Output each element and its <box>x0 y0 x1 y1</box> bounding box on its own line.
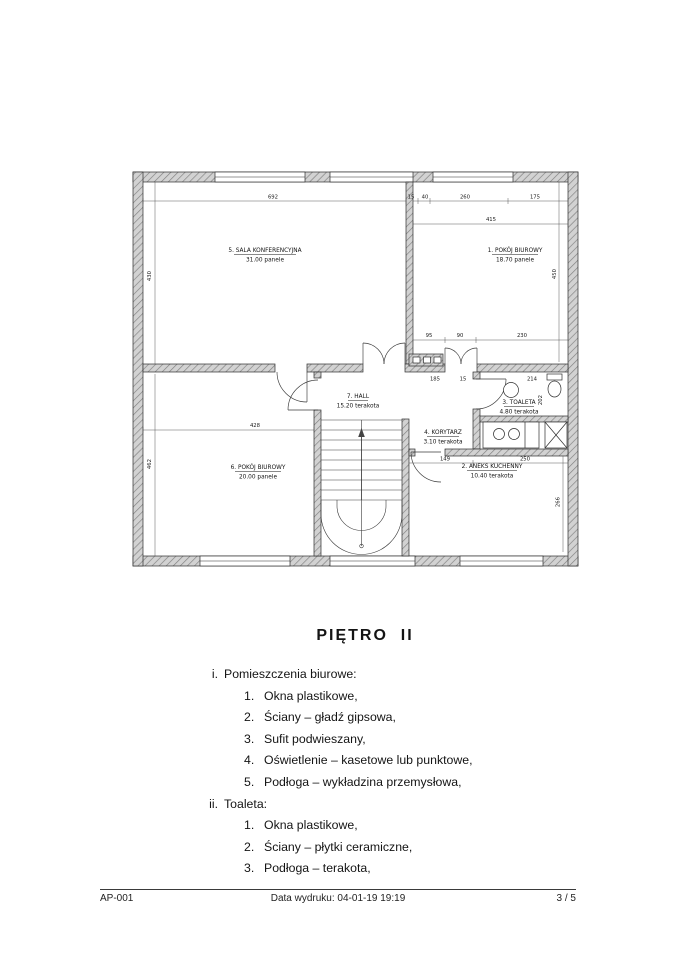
room-label-sala-konferencyjna: 5. SALA KONFERENCYJNA 31.00 panele <box>228 248 301 264</box>
svg-text:31.00 panele: 31.00 panele <box>246 258 285 264</box>
list-item: 3. Podłoga – terakota, <box>244 861 371 876</box>
dimension-label: 90 <box>457 333 464 339</box>
dimension-label: 266 <box>556 496 562 507</box>
footer-page-number: 3 / 5 <box>556 893 576 904</box>
svg-text:15.20 terakota: 15.20 terakota <box>337 404 380 410</box>
dimension-label: 260 <box>460 195 471 201</box>
floor-plan: 692 15 40 260 175 415 430 450 95 90 230 … <box>115 164 585 584</box>
svg-text:4. KORYTARZ: 4. KORYTARZ <box>424 430 462 436</box>
footer-print-date: Data wydruku: 04-01-19 19:19 <box>270 893 406 904</box>
dimension-label: 40 <box>422 195 429 201</box>
dimension-label: 230 <box>517 333 528 339</box>
svg-text:6. POKÓJ BIUROWY: 6. POKÓJ BIUROWY <box>231 464 286 471</box>
dimension-label: 450 <box>552 268 558 279</box>
room-label-pokoj-biurowy-1: 1. POKÓJ BIUROWY 18.70 panele <box>488 247 543 264</box>
svg-text:2. ANEKS KUCHENNY: 2. ANEKS KUCHENNY <box>462 464 523 470</box>
spec-section-offices: i. Pomieszczenia biurowe: 1. Okna plasti… <box>202 664 473 794</box>
list-item: 1. Okna plastikowe, <box>244 818 358 833</box>
floor-plan-drawing: 692 15 40 260 175 415 430 450 95 90 230 … <box>132 171 579 567</box>
room-labels: 5. SALA KONFERENCYJNA 31.00 panele 1. PO… <box>228 247 542 481</box>
spec-list: i. Pomieszczenia biurowe: 1. Okna plasti… <box>202 664 472 880</box>
windows <box>199 171 544 567</box>
dimension-label: 214 <box>527 377 538 383</box>
room-label-korytarz: 4. KORYTARZ 3.10 terakota <box>423 430 462 446</box>
page-title: PIĘTRO II <box>316 627 414 644</box>
dimension-label: 250 <box>520 457 531 463</box>
section-label: ii. <box>209 796 218 811</box>
dimension-label: 15 <box>408 195 415 201</box>
svg-text:20.00 panele: 20.00 panele <box>239 475 278 481</box>
list-item: 2. Ściany – gładź gipsowa, <box>244 710 396 725</box>
toilet-fixtures <box>503 373 563 398</box>
door-swings <box>276 342 507 483</box>
dimension-label: 149 <box>440 457 450 463</box>
svg-text:1. POKÓJ BIUROWY: 1. POKÓJ BIUROWY <box>488 247 543 254</box>
ventilation-shaft <box>408 353 444 367</box>
list-item: 3. Sufit podwieszany, <box>244 731 366 746</box>
svg-text:4.80 terakota: 4.80 terakota <box>499 410 538 416</box>
staircase <box>320 419 403 555</box>
svg-text:10.40 terakota: 10.40 terakota <box>471 474 514 480</box>
spec-section-toilet: ii. Toaleta: 1. Okna plastikowe, 2. Ścia… <box>202 794 472 880</box>
room-label-pokoj-biurowy-6: 6. POKÓJ BIUROWY 20.00 panele <box>231 464 286 481</box>
dimension-labels: 692 15 40 260 175 415 430 450 95 90 230 … <box>147 195 562 508</box>
section-title: Pomieszczenia biurowe: <box>224 667 357 681</box>
page-footer: AP-001 Data wydruku: 04-01-19 19:19 3 / … <box>100 889 576 904</box>
dimension-label: 202 <box>538 395 544 405</box>
room-label-toaleta: 3. TOALETA 4.80 terakota <box>499 400 538 416</box>
svg-text:18.70 panele: 18.70 panele <box>496 258 535 264</box>
dimension-label: 428 <box>250 423 261 429</box>
dimension-label: 430 <box>147 270 153 281</box>
room-label-hall: 7. HALL 15.20 terakota <box>337 394 380 410</box>
svg-text:3. TOALETA: 3. TOALETA <box>502 400 535 406</box>
dimension-label: 95 <box>426 333 433 339</box>
dimension-label: 415 <box>486 217 496 223</box>
section-label: i. <box>211 667 218 681</box>
dimension-label: 185 <box>430 377 440 383</box>
list-item: 2. Ściany – płytki ceramiczne, <box>244 839 413 854</box>
dimension-label: 462 <box>147 459 153 469</box>
kitchen-fixtures <box>482 421 568 449</box>
dimension-label: 175 <box>530 195 540 201</box>
svg-text:7. HALL: 7. HALL <box>347 394 370 400</box>
list-item: 1. Okna plastikowe, <box>244 688 358 703</box>
list-item: 4. Oświetlenie – kasetowe lub punktowe, <box>244 753 473 768</box>
svg-text:5. SALA KONFERENCYJNA: 5. SALA KONFERENCYJNA <box>228 248 301 254</box>
svg-text:3.10 terakota: 3.10 terakota <box>423 440 462 446</box>
list-item: 5. Podłoga – wykładzina przemysłowa, <box>244 774 462 789</box>
interior-walls <box>142 181 569 557</box>
footer-doc-code: AP-001 <box>100 893 134 904</box>
dimension-label: 15 <box>460 377 467 383</box>
dimension-label: 692 <box>268 195 278 201</box>
room-label-aneks-kuchenny: 2. ANEKS KUCHENNY 10.40 terakota <box>462 464 523 480</box>
dimension-lines <box>142 182 569 556</box>
section-title: Toaleta: <box>224 796 268 811</box>
